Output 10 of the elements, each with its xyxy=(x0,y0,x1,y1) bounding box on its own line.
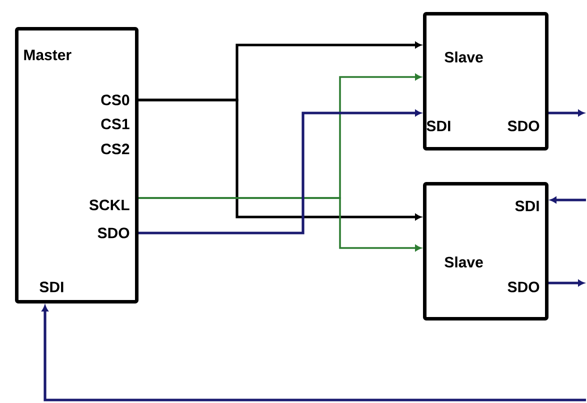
arrow xyxy=(548,280,584,286)
block-box: Master CS0 CS1 CS2 SCKL SDO SDI xyxy=(15,27,138,304)
arrow xyxy=(550,196,586,204)
arrow xyxy=(138,197,422,252)
arrow xyxy=(138,98,422,220)
arrow xyxy=(138,110,422,234)
arrow xyxy=(548,110,584,116)
block-box: SDI Slave SDO xyxy=(423,182,548,320)
block-box: Slave SDI SDO xyxy=(423,12,548,150)
arrow xyxy=(42,305,586,402)
